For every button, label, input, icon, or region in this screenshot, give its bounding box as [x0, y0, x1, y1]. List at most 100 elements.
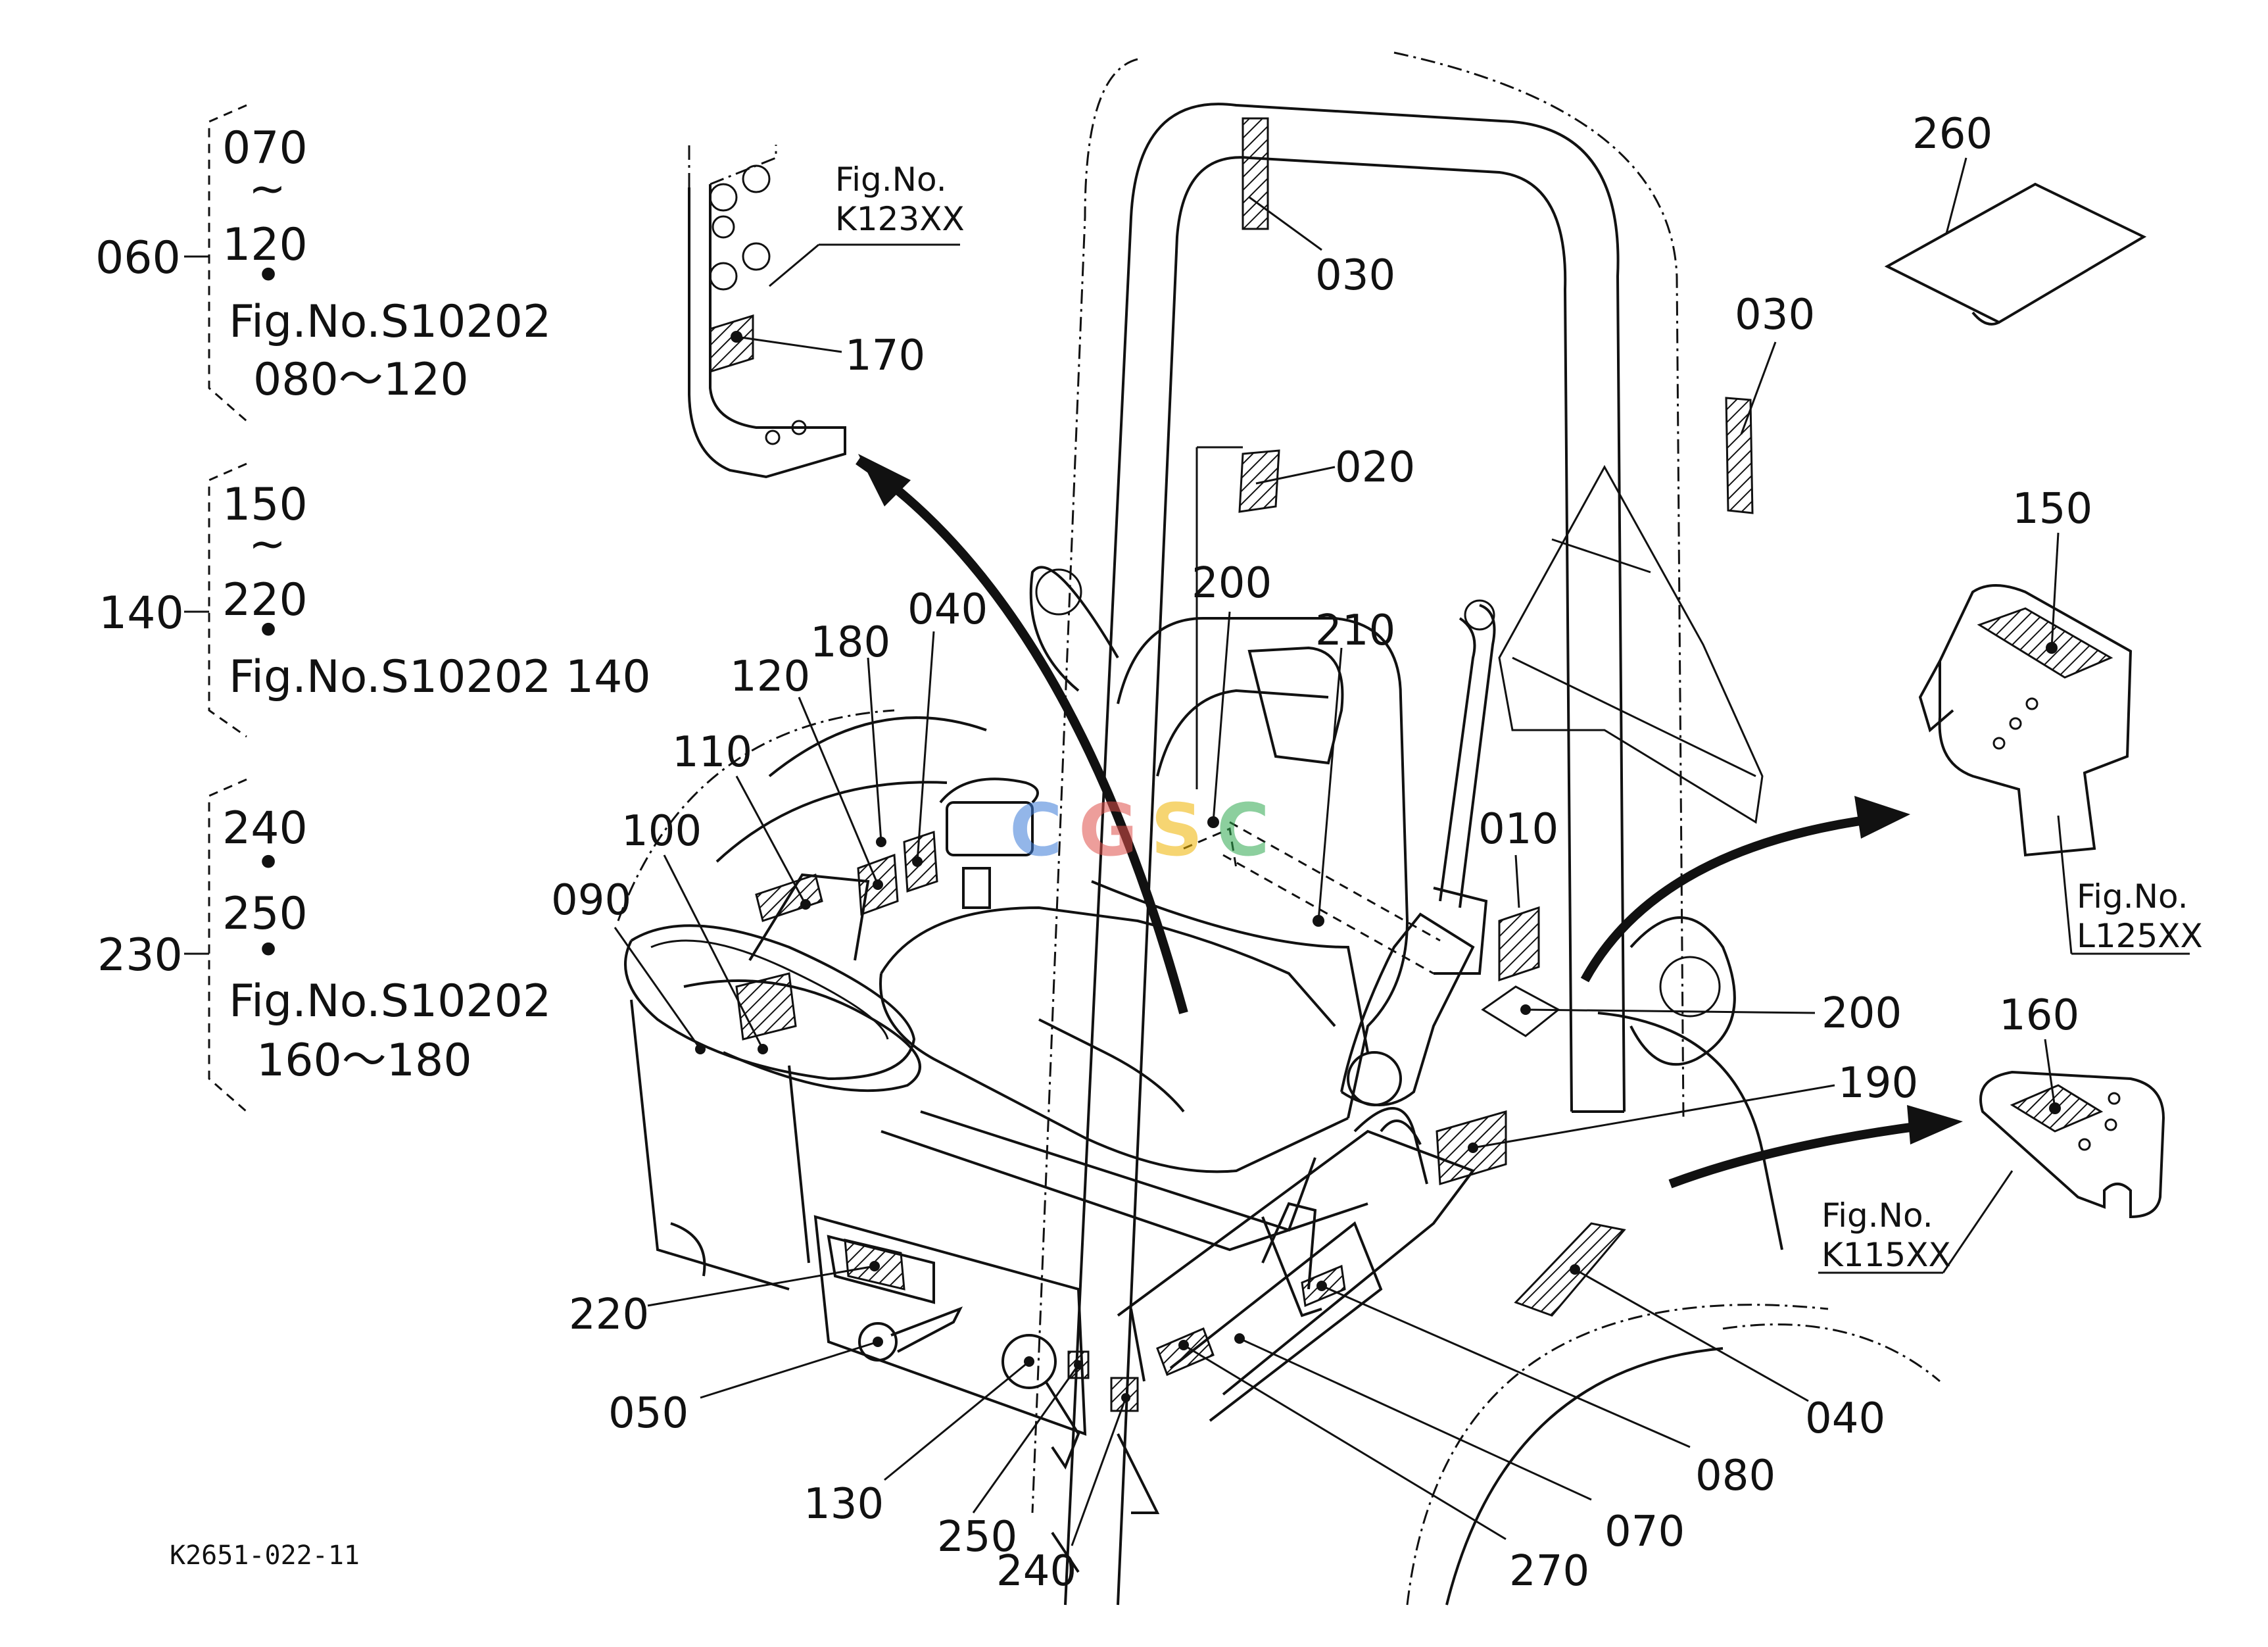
- legend-group-230: 230 240 • 250 • Fig.No.S10202 160～180: [97, 778, 551, 1113]
- callout-160-detail: 160: [1999, 991, 2079, 1040]
- callout-110: 110: [672, 728, 752, 777]
- fig-l125-line1: Fig.No.: [2077, 877, 2188, 916]
- decal-100: 100: [621, 807, 797, 1054]
- rops-frame: [1031, 51, 1685, 1606]
- legend-230-second: 250: [222, 888, 308, 940]
- decal-190: 190: [1436, 1059, 1918, 1185]
- fuel-cap: [939, 777, 1039, 909]
- callout-030-right: 030: [1735, 291, 1815, 339]
- callout-090: 090: [551, 876, 631, 925]
- decal-270: 270: [1156, 1327, 1589, 1596]
- decal-090: 090: [551, 876, 706, 1054]
- legend-140-end: 220: [222, 574, 308, 626]
- legend-140-ref: Fig.No.S10202 140: [229, 651, 651, 703]
- legend-group-060: 060 070 ~ 120 • Fig.No.S10202 080～120: [95, 104, 551, 422]
- callout-240: 240: [996, 1547, 1076, 1596]
- legend-060-tilde: ~: [249, 163, 286, 215]
- legend-230-bullet2: •: [255, 925, 281, 977]
- callout-030-left: 030: [1315, 251, 1395, 300]
- legend-140-bullet: •: [255, 605, 281, 657]
- callout-070: 070: [1604, 1508, 1685, 1556]
- legend-140-start: 150: [222, 479, 308, 531]
- callout-100: 100: [621, 807, 702, 856]
- seat-belt: [1183, 821, 1441, 975]
- steering-wheel: [624, 924, 916, 1081]
- callout-120: 120: [730, 652, 810, 701]
- decal-010: 010: [1478, 805, 1558, 982]
- fig-k115-line2: K115XX: [1822, 1236, 1951, 1274]
- decal-240: 240: [996, 1377, 1139, 1596]
- legend-140-tilde: ~: [249, 518, 286, 570]
- left-console: [630, 873, 1087, 1436]
- cover-detail-l125: 150 Fig.No. L125XX: [1918, 485, 2203, 955]
- watermark-logo: C G S C: [1009, 788, 1270, 872]
- decal-180: 180: [810, 618, 890, 847]
- arrows: [856, 454, 1963, 1189]
- decal-210: 210: [1313, 606, 1395, 927]
- legend-230-range: 160～180: [256, 1035, 472, 1087]
- svg-text:G: G: [1078, 788, 1138, 872]
- legend-230-first: 240: [222, 802, 308, 854]
- pedal-lever: [1051, 1119, 1422, 1573]
- manual-sheet-260: 260: [1884, 110, 2147, 326]
- decal-200-right: 200: [1481, 985, 1902, 1038]
- fenders: [617, 566, 1941, 1606]
- fig-k123-line2: K123XX: [835, 200, 965, 238]
- decal-040-left: 040: [903, 585, 988, 893]
- seat: [879, 617, 1409, 1252]
- fig-k115-line1: Fig.No.: [1822, 1196, 1933, 1235]
- bracket-detail-k123: 170 Fig.No. K123XX: [688, 141, 965, 479]
- legend-060-id: 060: [95, 232, 181, 284]
- callout-220: 220: [569, 1291, 649, 1339]
- callout-080: 080: [1695, 1452, 1775, 1500]
- callout-200-right: 200: [1822, 989, 1902, 1038]
- fig-l125-line2: L125XX: [2077, 917, 2203, 955]
- decal-030-right: 030: [1725, 291, 1815, 514]
- callout-190: 190: [1838, 1059, 1918, 1108]
- decal-120: 120: [730, 652, 899, 916]
- callout-040-left: 040: [907, 585, 988, 634]
- decal-080: 080: [1301, 1264, 1775, 1500]
- callout-010: 010: [1478, 805, 1558, 854]
- decal-040-right: 040: [1514, 1222, 1885, 1443]
- decal-030-left: 030: [1242, 117, 1395, 300]
- legend-230-ref: Fig.No.S10202: [229, 975, 551, 1027]
- legend-060-end: 120: [222, 219, 308, 271]
- hand-throttle: [858, 1306, 963, 1362]
- legend-060-bullet: •: [255, 250, 281, 302]
- svg-text:C: C: [1217, 788, 1270, 872]
- legend-230-id: 230: [97, 929, 183, 981]
- legend-140-id: 140: [99, 587, 184, 639]
- legend-060-range: 080～120: [253, 354, 469, 406]
- part-050: 050: [608, 1337, 883, 1438]
- callout-170: 170: [845, 332, 925, 380]
- svg-text:S: S: [1151, 788, 1203, 872]
- decal-200-seat: 200: [1192, 559, 1272, 828]
- plate-detail-k115: 160 Fig.No. K115XX: [1818, 991, 2165, 1274]
- legend-230-bullet1: •: [255, 837, 281, 889]
- part-130: 130: [804, 1356, 1034, 1529]
- legend-group-140: 140 150 ~ 220 • Fig.No.S10202 140: [99, 462, 651, 738]
- callout-130: 130: [804, 1480, 884, 1529]
- callout-210: 210: [1315, 606, 1395, 655]
- legend-060-ref: Fig.No.S10202: [229, 296, 551, 348]
- callout-200-seat: 200: [1192, 559, 1272, 608]
- callout-150-detail: 150: [2012, 485, 2092, 533]
- drawing-code: K2651-022-11: [170, 1540, 360, 1571]
- decal-220: 220: [569, 1239, 905, 1339]
- decal-110: 110: [672, 728, 823, 922]
- rear-guard: [1498, 464, 1764, 824]
- fig-k123-line1: Fig.No.: [835, 160, 947, 199]
- legend-060-start: 070: [222, 122, 308, 174]
- callout-020: 020: [1335, 443, 1415, 492]
- decal-250: 250: [937, 1350, 1090, 1561]
- callout-260: 260: [1912, 110, 1992, 159]
- callout-270: 270: [1509, 1547, 1589, 1596]
- right-armrest: [1340, 599, 1496, 1106]
- decal-020: 020: [1195, 443, 1415, 789]
- callout-250: 250: [937, 1513, 1017, 1561]
- callout-180: 180: [810, 618, 890, 667]
- decal-070: 070: [1234, 1333, 1685, 1556]
- callout-040-right: 040: [1805, 1394, 1885, 1443]
